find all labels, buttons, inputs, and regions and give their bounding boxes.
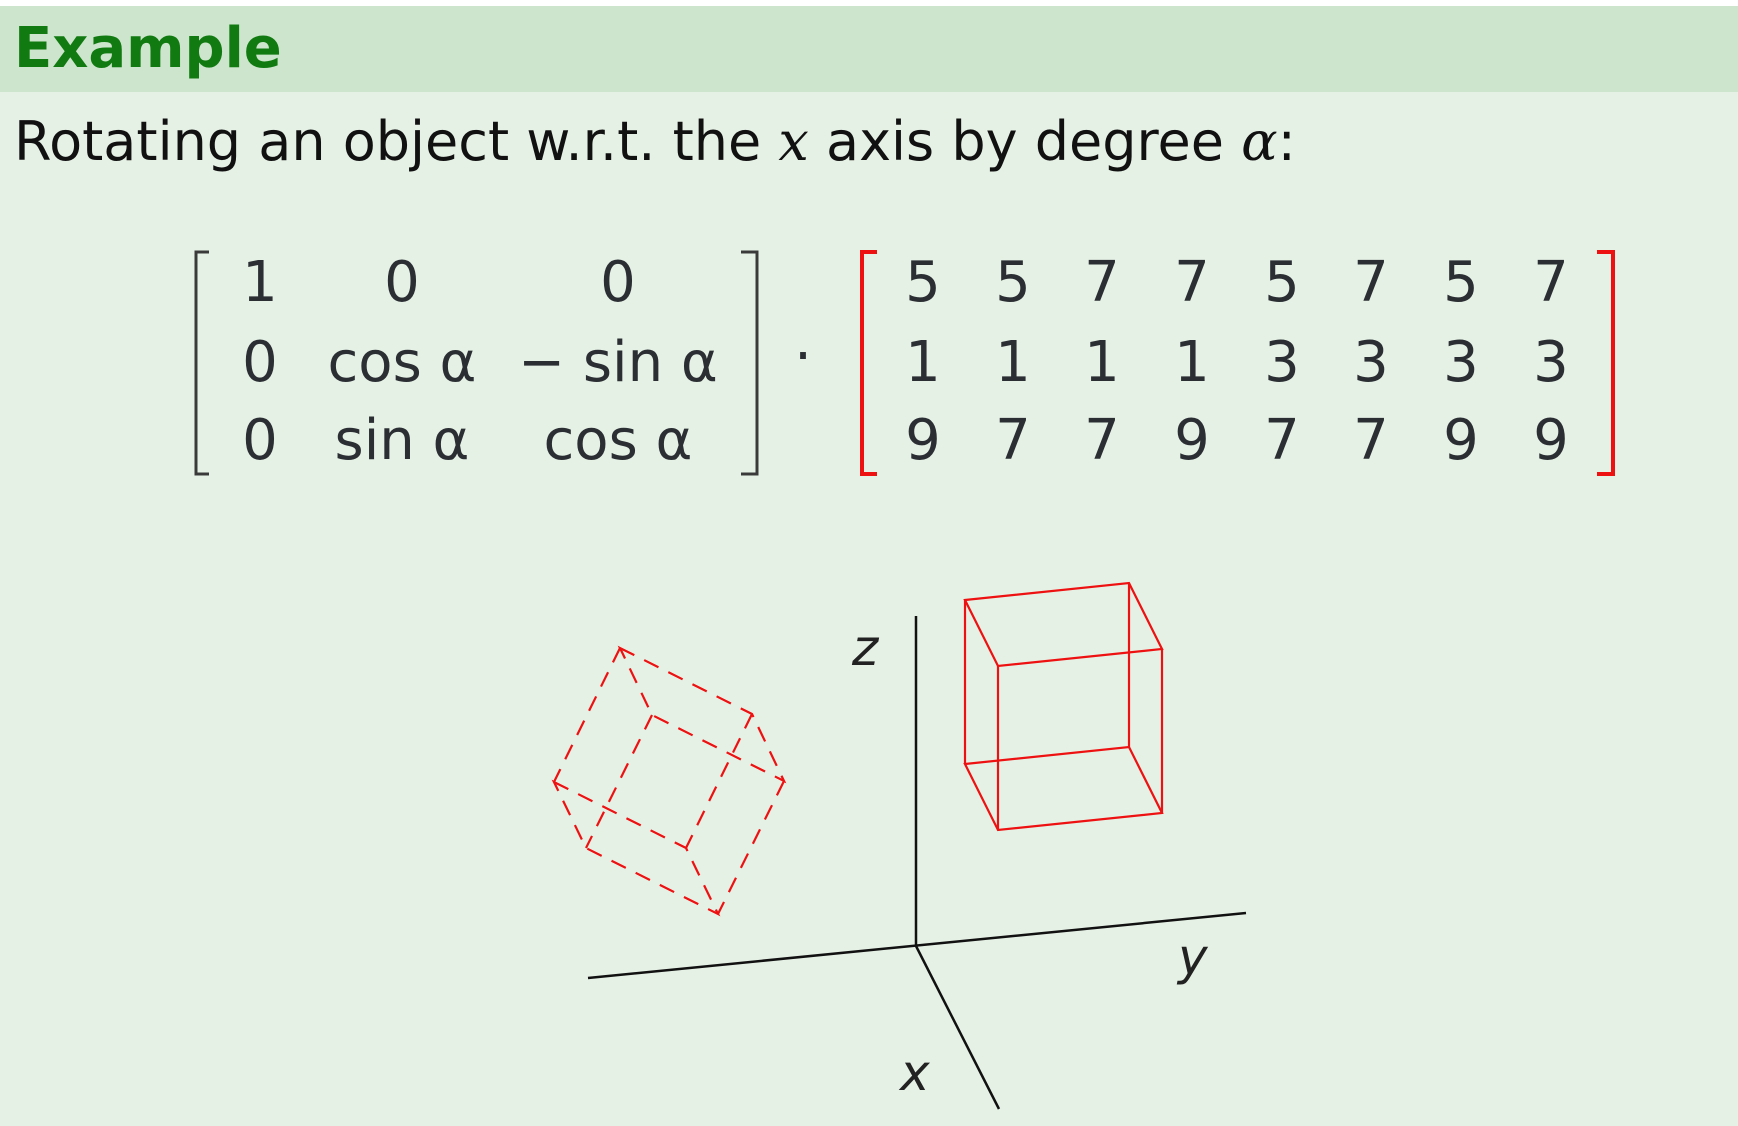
- rotated-box-edge: [585, 714, 653, 849]
- x-axis-label: x: [898, 1044, 930, 1102]
- rotation-cell: 0: [384, 250, 420, 315]
- rotation-cell: sin α: [335, 408, 470, 473]
- points-cell: 7: [1353, 250, 1389, 315]
- points-cell: 7: [1264, 408, 1300, 473]
- intro-sentence: Rotating an object w.r.t. the x axis by …: [14, 110, 1296, 173]
- original-box-bottom-face: [963, 745, 1164, 832]
- points-matrix: 5 5 7 7 5 7 5 7 1 1 1 1 3 3 3 3 9 7 7 9 …: [905, 250, 1569, 473]
- rotation-cell: cos α: [328, 330, 477, 395]
- coordinate-axes: [587, 616, 1247, 1110]
- points-cell: 9: [905, 408, 941, 473]
- rotated-box-face: [617, 645, 787, 784]
- points-cell: 7: [1174, 250, 1210, 315]
- intro-end: :: [1277, 110, 1296, 173]
- x-axis: [914, 945, 1001, 1110]
- points-cell: 1: [905, 330, 941, 395]
- block-title-bar: Example: [0, 6, 1738, 92]
- intro-variable: x: [778, 110, 809, 173]
- points-cell: 1: [1084, 330, 1120, 395]
- rotation-matrix-right-bracket: [741, 250, 759, 476]
- points-matrix-left-bracket: [860, 250, 877, 476]
- intro-mid: axis by degree: [808, 110, 1242, 173]
- points-cell: 3: [1443, 330, 1479, 395]
- points-cell: 9: [1443, 408, 1479, 473]
- points-cell: 7: [1533, 250, 1569, 315]
- rotation-cell: 0: [242, 408, 278, 473]
- z-axis-label: z: [851, 619, 880, 677]
- rotation-cell: − sin α: [518, 330, 718, 395]
- points-cell: 5: [995, 250, 1031, 315]
- points-matrix-right-bracket: [1597, 250, 1615, 476]
- points-cell: 3: [1264, 330, 1300, 395]
- original-box-top-face: [963, 581, 1164, 668]
- points-cell: 5: [1443, 250, 1479, 315]
- points-cell: 5: [905, 250, 941, 315]
- rotation-cell: 0: [242, 330, 278, 395]
- points-cell: 7: [1353, 408, 1389, 473]
- points-cell: 9: [1174, 408, 1210, 473]
- rotation-matrix-left-bracket: [194, 250, 209, 476]
- rotation-cell: cos α: [544, 408, 693, 473]
- multiplication-dot: ·: [794, 324, 812, 389]
- rotated-box-face: [551, 779, 721, 917]
- points-cell: 1: [995, 330, 1031, 395]
- points-cell: 7: [1084, 408, 1120, 473]
- rotated-box-edge: [685, 713, 753, 849]
- y-axis-label: y: [1176, 928, 1209, 986]
- rotated-box: [551, 645, 787, 917]
- rotation-matrix: 1 0 0 0 cos α − sin α 0 sin α cos α: [242, 250, 718, 473]
- intro-text: Rotating an object w.r.t. the: [14, 110, 779, 173]
- rotation-cell: 0: [600, 250, 636, 315]
- block-title: Example: [14, 16, 282, 81]
- points-cell: 7: [1084, 250, 1120, 315]
- points-cell: 1: [1174, 330, 1210, 395]
- intro-angle: α: [1241, 110, 1278, 173]
- rotated-box-edge: [553, 647, 621, 783]
- points-cell: 3: [1533, 330, 1569, 395]
- rotated-box-edge: [717, 780, 785, 915]
- points-cell: 7: [995, 408, 1031, 473]
- points-cell: 9: [1533, 408, 1569, 473]
- example-block: Example Rotating an object w.r.t. the x …: [0, 6, 1738, 1126]
- points-cell: 3: [1353, 330, 1389, 395]
- rotation-cell: 1: [242, 250, 278, 315]
- points-cell: 5: [1264, 250, 1300, 315]
- original-box: [963, 581, 1164, 832]
